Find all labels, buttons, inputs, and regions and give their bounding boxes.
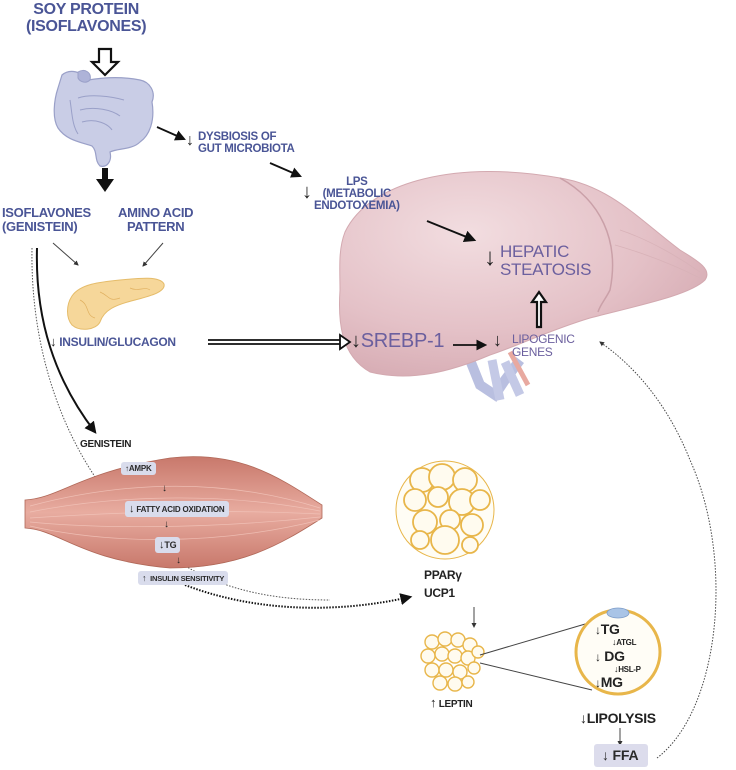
intestine-illustration	[53, 69, 154, 167]
dysbiosis-line1: DYSBIOSIS OF	[198, 131, 277, 143]
insulin-glucagon-label: ↓ INSULIN/GLUCAGON	[50, 335, 176, 349]
leptin-text: LEPTIN	[438, 699, 473, 710]
atgl-label: ↓ATGL	[612, 637, 637, 647]
down-arrow-icon: ↓	[595, 650, 601, 664]
lipolysis-text: LIPOLYSIS	[586, 710, 656, 726]
title-line2: (ISOFLAVONES)	[26, 17, 147, 35]
steatosis-line1: HEPATIC	[500, 242, 570, 261]
down-arrow-icon: ↓	[595, 676, 601, 690]
double-arrow-insulin-to-srebp	[208, 333, 352, 351]
title-line1: SOY PROTEIN	[33, 1, 139, 18]
cell-tg-label: ↓TG	[595, 622, 620, 637]
down-arrow-icon: ↓	[484, 244, 496, 271]
fatty-acid-oxidation-box: ↓ FATTY ACID OXIDATION	[125, 501, 229, 517]
down-arrow-icon: ↓	[129, 503, 135, 515]
ppar-gamma-label: PPARγ	[424, 568, 462, 582]
down-arrow-icon: ↓	[50, 334, 57, 349]
arrow-dysbiosis-to-lps	[269, 162, 302, 178]
title-soy-protein: SOY PROTEIN (ISOFLAVONES)	[26, 1, 147, 36]
adipose-tissue-large	[395, 460, 495, 560]
amino-acid-line2: PATTERN	[126, 218, 185, 234]
lps-line2: (METABOLIC	[322, 188, 392, 201]
tg-text: TG	[164, 540, 177, 550]
hepatic-steatosis-label: ↓ HEPATIC STEATOSIS	[484, 243, 591, 279]
dysbiosis-line2: GUT MICROBIOTA	[198, 143, 295, 156]
down-arrow-icon: ↓	[164, 519, 169, 530]
arrow-lps-to-steatosis	[426, 220, 477, 242]
down-arrow-icon: ↓	[302, 181, 312, 203]
cell-tg-text: TG	[600, 621, 620, 637]
hsl-p-text: HSL-P	[618, 665, 641, 674]
isoflavones-line1: ISOFLAVONES	[2, 205, 91, 220]
isoflavones-genistein-label: ISOFLAVONES (GENISTEIN)	[2, 206, 91, 233]
arrow-isoflavones-to-genistein	[35, 247, 97, 434]
ampk-box: ↑AMPK	[121, 462, 156, 475]
arrow-gut-to-dysbiosis	[156, 126, 186, 141]
down-arrow-icon: ↓	[580, 710, 587, 726]
ffa-box: ↓ FFA	[594, 744, 649, 767]
cell-mg-label: ↓MG	[595, 675, 623, 690]
thick-down-arrow-icon	[96, 168, 114, 192]
dotted-arrow-ffa-to-liver	[599, 341, 717, 759]
lipogenic-line1: LIPOGENIC	[512, 332, 575, 346]
ffa-text: FFA	[612, 747, 639, 763]
lps-label: ↓ LPS (METABOLIC ENDOTOXEMIA)	[302, 176, 400, 212]
down-arrow-icon: ↓	[162, 483, 167, 494]
down-arrow-icon: ↓	[602, 747, 609, 763]
dysbiosis-label: ↓ DYSBIOSIS OF GUT MICROBIOTA	[186, 131, 295, 155]
cell-dg-label: ↓ DG	[595, 649, 625, 664]
up-arrow-icon: ↑	[125, 464, 129, 473]
dotted-arrow-insulin-to-ppar	[184, 584, 413, 609]
amino-acid-line1: AMINO ACID	[118, 205, 194, 220]
lipogenic-genes-label: ↓ LIPOGENIC GENES	[493, 330, 575, 359]
lps-line1: LPS	[346, 176, 368, 188]
amino-acid-pattern-label: AMINO ACID PATTERN	[118, 205, 194, 234]
insulin-sensitivity-box: ↑ INSULIN SENSITIVITY	[138, 571, 229, 585]
down-arrow-icon: ↓	[186, 132, 194, 149]
lps-line3: ENDOTOXEMIA)	[314, 200, 400, 213]
down-arrow-icon: ↓	[176, 555, 181, 566]
lipolysis-label: ↓LIPOLYSIS	[580, 711, 656, 726]
zoom-line-top	[479, 621, 593, 656]
tg-box: ↓TG	[155, 537, 181, 553]
fat-cell-zoom	[574, 607, 662, 696]
cell-dg-text: DG	[604, 648, 625, 664]
srebp-label: ↓SREBP-1	[351, 330, 445, 352]
down-arrow-icon: ↓	[159, 539, 165, 551]
pancreas-illustration	[67, 277, 165, 330]
adipose-tissue-small	[420, 631, 485, 692]
down-arrow-icon: ↓	[351, 330, 361, 352]
arrow-amino-to-pancreas	[142, 242, 164, 267]
ucp1-label: UCP1	[424, 586, 455, 600]
atgl-text: ATGL	[616, 638, 637, 647]
cell-mg-text: MG	[600, 674, 623, 690]
down-arrow-icon: ↓	[595, 623, 601, 637]
insulin-glucagon-text: INSULIN/GLUCAGON	[59, 335, 176, 349]
isoflavones-line2: (GENISTEIN)	[2, 218, 78, 234]
genistein-label: GENISTEIN	[80, 439, 132, 450]
hollow-up-arrow-icon	[529, 290, 549, 329]
srebp-text: SREBP-1	[360, 330, 445, 352]
steatosis-line2: STEATOSIS	[500, 259, 592, 279]
ampk-text: AMPK	[128, 464, 152, 473]
up-arrow-icon: ↑	[142, 573, 147, 583]
insulin-sensitivity-text: INSULIN SENSITIVITY	[150, 574, 225, 583]
leptin-label: ↑ LEPTIN	[430, 695, 473, 711]
hollow-down-arrow-icon	[89, 47, 121, 77]
arrow-isoflavones-to-pancreas	[52, 242, 79, 266]
hsl-p-label: ↓HSL-P	[614, 664, 641, 674]
zoom-line-bottom	[479, 662, 593, 691]
up-arrow-icon: ↑	[430, 695, 437, 710]
down-arrow-icon: ↓	[493, 330, 502, 350]
lipogenic-line2: GENES	[512, 344, 553, 359]
dotted-path-isoflavones	[31, 247, 331, 601]
fatty-acid-oxidation-text: FATTY ACID OXIDATION	[136, 505, 225, 514]
